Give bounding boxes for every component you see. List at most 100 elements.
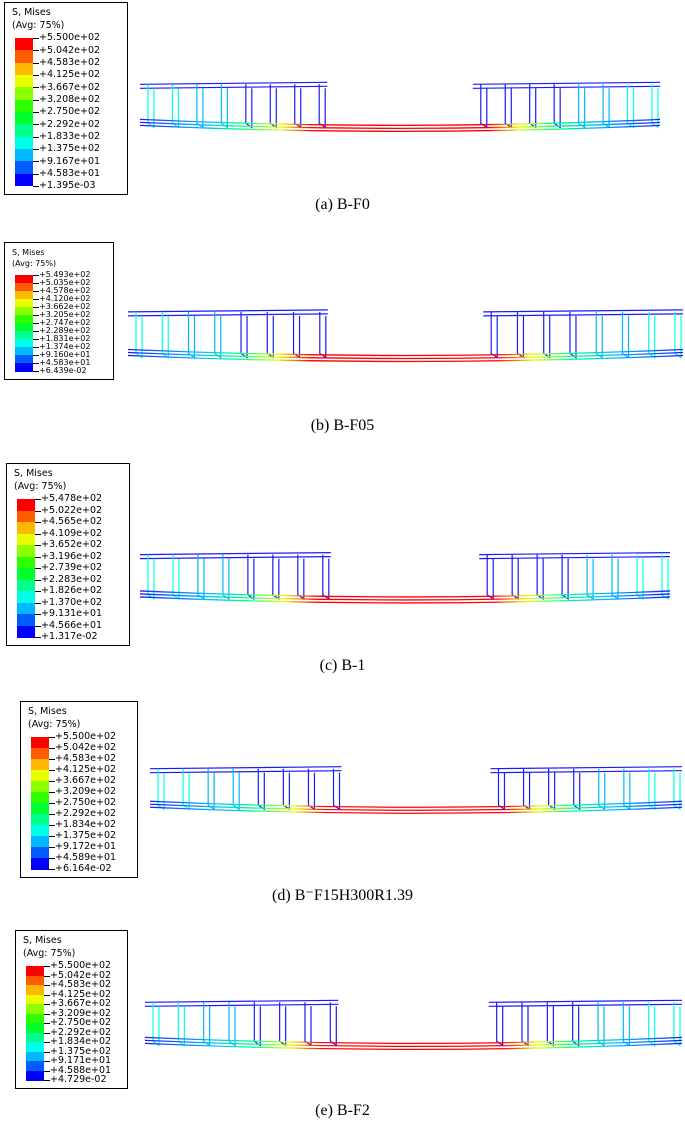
legend-swatch: [17, 499, 35, 511]
legend-swatch: [31, 825, 49, 837]
legend-value: +2.750e+02: [39, 106, 101, 118]
legend-value: +4.589e+01: [55, 852, 117, 864]
legend-value: +2.750e+02: [55, 797, 117, 809]
legend-value: +1.395e-03: [39, 180, 96, 192]
legend-tick: [35, 637, 41, 638]
legend-value: +2.292e+02: [50, 1026, 112, 1038]
rebar-cage-model: [144, 999, 683, 1051]
legend-value: +1.375e+02: [39, 143, 101, 155]
legend-tick: [33, 75, 39, 76]
legend-4: S, Mises(Avg: 75%)+5.500e+02+5.042e+02+4…: [20, 701, 138, 878]
legend-value: +1.375e+02: [50, 1045, 112, 1057]
legend-swatch: [15, 136, 33, 150]
right-cage: [472, 81, 661, 129]
legend-tick: [35, 591, 41, 592]
legend-value: +1.833e+02: [39, 130, 101, 142]
legend-tick: [33, 275, 39, 276]
legend-value: +4.566e+01: [41, 619, 103, 631]
legend-tick: [49, 825, 55, 826]
legend-tick: [35, 556, 41, 558]
left-cage: [127, 309, 328, 359]
legend-swatch: [26, 1004, 44, 1014]
legend-tick: [33, 347, 39, 348]
legend-3: S, Mises(Avg: 75%)+5.478e+02+5.022e+02+4…: [6, 463, 130, 646]
legend-swatch: [31, 836, 49, 848]
legend-subtitle: (Avg: 75%): [14, 480, 67, 492]
legend-subtitle: (Avg: 75%): [28, 718, 81, 730]
legend-value: +5.493e+02: [39, 270, 91, 279]
legend-swatch: [26, 975, 44, 986]
legend-value: +5.500e+02: [55, 731, 117, 743]
legend-value: +5.500e+02: [39, 32, 101, 44]
legend-value: +2.747e+02: [39, 318, 91, 327]
legend-tick: [33, 331, 39, 332]
legend-5: S, Mises(Avg: 75%)+5.500e+02+5.042e+02+4…: [15, 930, 128, 1089]
legend-tick: [49, 748, 55, 749]
right-cage: [488, 999, 683, 1047]
legend-value: +1.375e+02: [55, 830, 117, 842]
rebar-cage-model: [127, 309, 684, 363]
legend-swatch: [31, 792, 49, 804]
legend-swatch: [31, 748, 49, 760]
legend-title: S, Mises: [14, 468, 53, 479]
legend-tick: [35, 602, 41, 604]
legend-value: +4.583e+02: [50, 979, 112, 991]
legend-value: +1.317e-02: [41, 631, 98, 643]
legend-value: +4.125e+02: [55, 764, 117, 776]
legend-tick: [33, 355, 39, 356]
legend-value: +4.578e+02: [39, 286, 91, 295]
legend-tick: [35, 533, 41, 535]
left-cage: [139, 552, 331, 601]
legend-swatch: [15, 339, 33, 348]
legend-value: +3.205e+02: [39, 310, 91, 319]
legend-swatch: [15, 283, 33, 292]
legend-tick: [49, 759, 55, 760]
legend-swatch: [15, 291, 33, 300]
legend-value: +4.588e+01: [50, 1064, 112, 1076]
legend-tick: [33, 173, 39, 175]
legend-tick: [35, 568, 41, 569]
legend-swatch: [17, 522, 35, 534]
legend-tick: [44, 1013, 50, 1015]
legend-value: +1.834e+02: [50, 1036, 112, 1048]
legend-swatch: [26, 1032, 44, 1043]
legend-swatch: [17, 614, 35, 626]
legend-swatch: [26, 994, 44, 1005]
legend-title: S, Mises: [12, 248, 45, 257]
rebar-cage-model: [149, 766, 683, 814]
bottom-rebar: [139, 121, 661, 129]
legend-swatch: [15, 112, 33, 125]
legend-tick: [44, 966, 50, 967]
legend-value: +3.667e+02: [55, 775, 117, 787]
legend-value: +4.125e+02: [39, 69, 101, 81]
legend-tick: [35, 499, 41, 500]
legend-swatch: [15, 331, 33, 340]
legend-swatch: [15, 75, 33, 88]
legend-value: +9.172e+01: [55, 841, 117, 853]
bottom-rebar: [144, 1042, 683, 1051]
legend-value: +3.667e+02: [50, 998, 112, 1010]
legend-value: +4.120e+02: [39, 294, 91, 303]
legend-tick: [44, 1032, 50, 1034]
legend-value: +4.729e-02: [50, 1074, 107, 1086]
bottom-rebar: [139, 124, 661, 132]
legend-swatch: [31, 858, 49, 870]
legend-swatch: [17, 625, 35, 638]
legend-tick: [33, 149, 39, 150]
legend-swatch: [26, 1023, 44, 1033]
legend-tick: [44, 1061, 50, 1062]
legend-tick: [33, 124, 39, 126]
legend-value: +3.652e+02: [41, 539, 103, 551]
legend-swatch: [26, 1051, 44, 1062]
legend-value: +1.374e+02: [39, 342, 91, 351]
legend-subtitle: (Avg: 75%): [12, 259, 57, 268]
legend-value: +2.739e+02: [41, 562, 103, 574]
legend-value: +4.583e+01: [39, 167, 101, 179]
legend-tick: [49, 814, 55, 815]
legend-value: +5.478e+02: [41, 493, 103, 505]
legend-tick: [33, 339, 39, 340]
panel-caption: (a) B-F0: [315, 196, 370, 213]
bottom-rebar: [127, 351, 684, 360]
legend-swatch: [15, 363, 33, 372]
legend-swatch: [15, 161, 33, 175]
